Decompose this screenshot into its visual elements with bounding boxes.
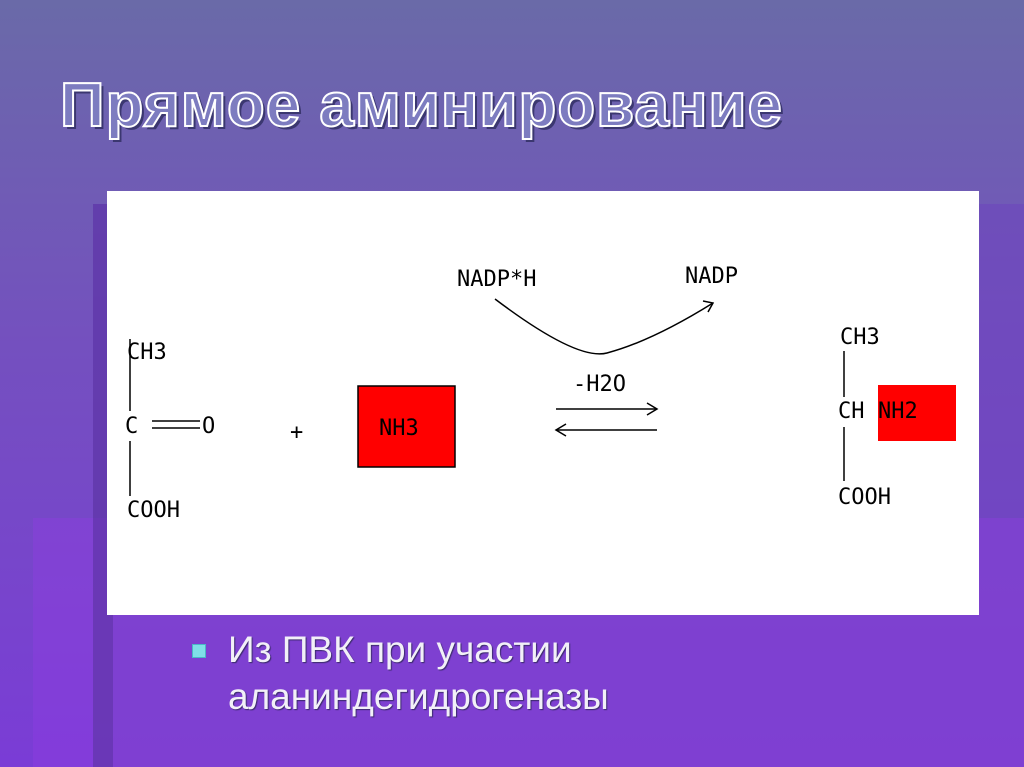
cofactor-out-label: NADP xyxy=(685,264,738,289)
plus-sign: + xyxy=(290,420,303,445)
condition-label: -H2O xyxy=(573,372,626,397)
reactant-cooh: COOH xyxy=(127,498,180,523)
cofactor-arc-arrowhead xyxy=(702,300,715,313)
nh2-highlight-box xyxy=(878,385,956,441)
nh3-highlight-box xyxy=(357,385,456,468)
cofactor-in-label: NADP*H xyxy=(457,267,536,292)
slide-title: Прямое аминирование xyxy=(59,70,784,141)
reactant-o: O xyxy=(202,414,215,439)
product-nh2: NH2 xyxy=(878,399,918,424)
product-cooh: COOH xyxy=(838,485,891,510)
reactant-ch3: CH3 xyxy=(127,340,167,365)
reaction-diagram: NADP*H NADP CH3 C O COOH + NH3 -H2O CH3 … xyxy=(107,191,979,615)
cofactor-arc xyxy=(494,298,714,355)
reagent-nh3: NH3 xyxy=(379,416,419,441)
product-ch: CH xyxy=(838,399,865,424)
product-ch3: CH3 xyxy=(840,325,880,350)
reaction-svg: NADP*H NADP CH3 C O COOH + NH3 -H2O CH3 … xyxy=(125,264,956,523)
reverse-arrowhead xyxy=(554,423,567,437)
bullet-list: Из ПВК при участии аланиндегидрогеназы xyxy=(192,626,658,720)
bullet-text: Из ПВК при участии аланиндегидрогеназы xyxy=(228,629,609,717)
bullet-item: Из ПВК при участии аланиндегидрогеназы xyxy=(192,626,658,720)
forward-arrowhead xyxy=(646,402,659,416)
reactant-c: C xyxy=(125,414,138,439)
square-bullet-icon xyxy=(192,644,206,658)
